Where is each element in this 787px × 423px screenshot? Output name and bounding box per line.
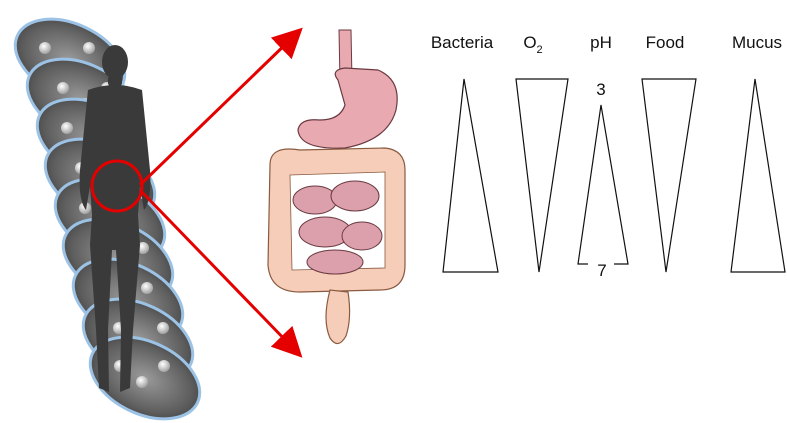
label-o2: O2 bbox=[523, 33, 542, 56]
bacterium-icon bbox=[141, 282, 153, 294]
triangle-ph bbox=[578, 105, 628, 264]
label-food: Food bbox=[646, 33, 685, 52]
digestive-tract-icon bbox=[268, 30, 405, 344]
triangle-mucus bbox=[731, 79, 785, 272]
bacterium-icon bbox=[57, 82, 69, 94]
bacterium-icon bbox=[136, 376, 148, 388]
bacterium-icon bbox=[83, 42, 95, 54]
bacterium-icon bbox=[158, 360, 170, 372]
bacterium-icon bbox=[157, 322, 169, 334]
ph-top-value: 3 bbox=[596, 80, 605, 99]
label-mucus: Mucus bbox=[732, 33, 782, 52]
label-bacteria: Bacteria bbox=[431, 33, 494, 52]
triangle-bacteria bbox=[443, 79, 498, 272]
bacterium-icon bbox=[39, 42, 51, 54]
arrow-up bbox=[140, 38, 292, 185]
bacterium-icon bbox=[61, 122, 73, 134]
label-ph: pH bbox=[590, 33, 612, 52]
triangle-food bbox=[642, 79, 696, 272]
triangle-o2 bbox=[516, 79, 568, 272]
ph-bottom-value: 7 bbox=[597, 261, 606, 280]
